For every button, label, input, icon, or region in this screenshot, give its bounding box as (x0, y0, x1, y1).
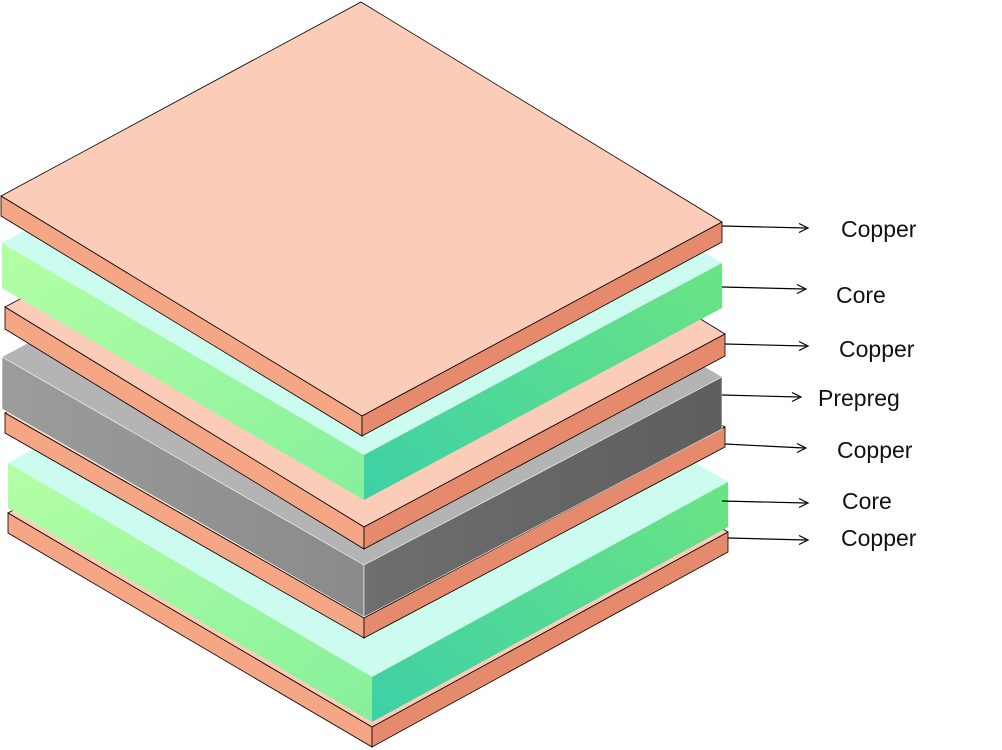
layer-labels: Copper Core Copper Prepreg Copper Core C… (818, 216, 917, 551)
label-prepreg: Prepreg (818, 385, 900, 411)
label-copper-2: Copper (839, 336, 915, 362)
arrow-4 (721, 391, 803, 403)
arrow-3 (724, 340, 810, 352)
label-copper-4: Copper (841, 525, 917, 551)
arrow-1 (721, 222, 810, 234)
label-core-1: Core (836, 282, 886, 308)
label-copper-3: Copper (837, 437, 913, 463)
label-core-2: Core (842, 488, 892, 514)
arrow-2 (721, 283, 808, 295)
layer-copper-top (0, 1, 723, 437)
arrow-5 (724, 442, 808, 454)
label-copper-1: Copper (841, 216, 917, 242)
label-arrows (721, 222, 810, 546)
arrow-6 (721, 497, 810, 509)
arrow-7 (727, 534, 810, 546)
